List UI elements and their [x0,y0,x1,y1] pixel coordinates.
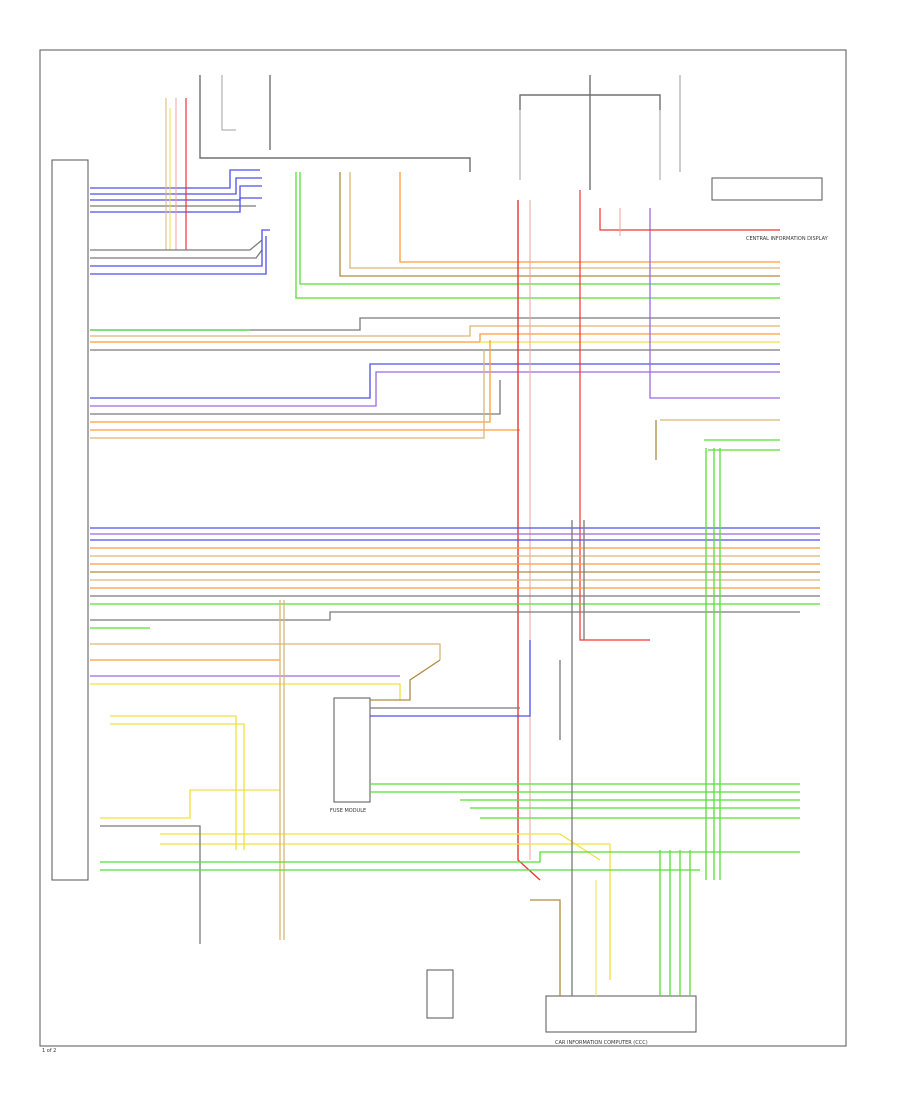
wire-green-16 [299,172,780,285]
wire-brown-85 [530,899,561,996]
wire-blue-12 [90,236,267,275]
page-marker: 1 of 2 [42,1048,56,1054]
wire-gray-9 [90,239,263,251]
wire-gray-51 [90,611,800,621]
car-information-computer-box [545,995,697,1033]
wire-gray-18 [90,317,780,331]
wire-blue-1 [90,177,262,195]
wire-brown-15 [339,172,780,277]
central-information-display-label: CENTRAL INFORMATION DISPLAY [746,236,829,242]
wire-yellow-64 [160,843,611,980]
wire-blue-11 [90,229,270,267]
wire-red-37 [599,208,780,231]
wire-tan-19 [90,325,780,337]
wire-yellow-56 [90,683,401,700]
wire-tan-29 [90,350,485,439]
wire-gray-10 [90,249,263,259]
wire-violet-25 [90,371,780,407]
wire-tan-53 [90,643,441,660]
wire-blue-2 [90,185,262,201]
wire-harness [90,98,820,996]
wire-blue-24 [90,363,780,399]
wire-orange-27 [90,340,491,423]
car-information-computer-label: CAR INFORMATION COMPUTER (CCC) [555,1040,648,1046]
wire-yellow-61 [110,723,245,850]
fuse-module-box [333,697,371,803]
wire-green-73 [100,851,800,863]
display-connector-box [711,177,823,201]
wire-red-39 [579,190,650,641]
wire-yellow-60 [110,715,237,850]
wire-green-17 [295,172,780,299]
wire-orange-13 [399,172,780,263]
diagram-border [39,49,847,1047]
wire-tan-14 [349,172,780,269]
wire-yellow-63 [160,833,601,861]
speaker-box [426,969,454,1019]
wire-orange-20 [90,333,780,343]
wire-red-35 [517,200,541,881]
wire-gray-67 [100,825,201,944]
fuse-module-label: FUSE MODULE [330,808,366,814]
wire-blue-0 [90,169,260,189]
wire-gray-26 [90,380,501,415]
wire-yellow-62 [100,789,280,819]
wire-blue-58 [370,640,531,717]
wire-violet-30 [649,208,780,399]
wire-brown-57 [370,659,441,701]
wire-blue-4 [90,197,262,213]
left-connector [51,159,89,881]
